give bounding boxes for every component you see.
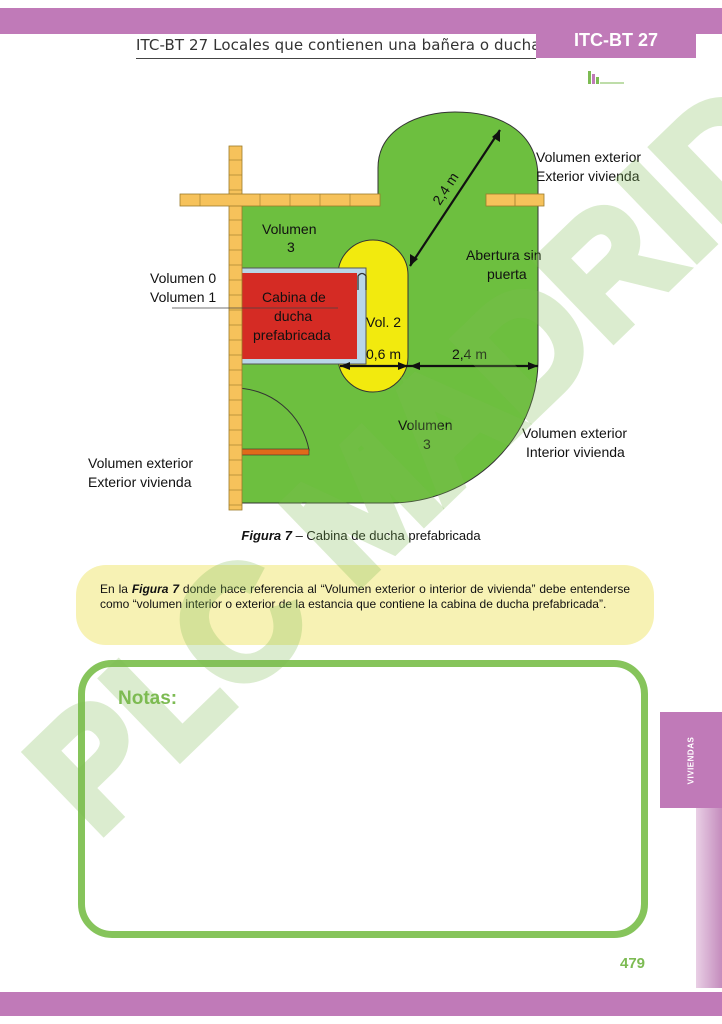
label-volumen3-top-2: 3 xyxy=(287,239,295,255)
label-dim-24: 2,4 m xyxy=(452,346,487,362)
label-dim-06: 0,6 m xyxy=(366,346,401,362)
shower-volumes-figure: Volumen exterior Exterior vivienda 2,4 m… xyxy=(88,111,641,511)
horizontal-wall-left xyxy=(179,193,381,207)
label-volumen3-bottom-1: Volumen xyxy=(398,417,452,433)
label-cabina-2: ducha xyxy=(274,308,312,324)
faucet-icon xyxy=(357,272,367,290)
label-volumen3-top-1: Volumen xyxy=(262,221,316,237)
dimension-diagonal xyxy=(409,129,501,267)
notes-box xyxy=(78,660,648,938)
header-rule xyxy=(136,58,536,59)
label-vol2: Vol. 2 xyxy=(366,314,401,330)
side-tab-label: VIVIENDAS xyxy=(686,736,696,784)
caption-text: – Cabina de ducha prefabricada xyxy=(291,528,481,543)
note-box xyxy=(76,565,654,645)
caption-figure-ref: Figura 7 xyxy=(241,528,292,543)
figure-caption: Figura 7 – Cabina de ducha prefabricada xyxy=(0,528,722,543)
label-volumen-interior-2: Interior vivienda xyxy=(526,444,625,460)
note-post: donde hace referencia al “Volumen exteri… xyxy=(100,582,630,611)
note-pre: En la xyxy=(100,582,132,596)
label-volumen0: Volumen 0 xyxy=(150,270,216,286)
note-figure-ref: Figura 7 xyxy=(131,582,180,596)
door-leaf xyxy=(234,448,310,456)
bottom-bar xyxy=(0,992,722,1016)
publisher-logo-icon xyxy=(588,71,624,84)
label-abertura-1: Abertura sin xyxy=(466,247,541,263)
side-strip xyxy=(696,808,722,988)
header-tab: ITC-BT 27 xyxy=(536,22,696,58)
label-volumen1: Volumen 1 xyxy=(150,289,216,305)
label-volumen3-bottom-2: 3 xyxy=(423,436,431,452)
note-text: En la Figura 7 donde hace referencia al … xyxy=(100,582,630,611)
label-cabina-3: prefabricada xyxy=(253,327,331,343)
cabin-red xyxy=(241,273,357,359)
side-tab: VIVIENDAS xyxy=(660,712,722,808)
label-volumen-exterior-top-2: Exterior vivienda xyxy=(536,168,640,184)
page-header-title: ITC-BT 27 Locales que contienen una bañe… xyxy=(136,36,541,54)
label-volumen-interior-1: Volumen exterior xyxy=(522,425,627,441)
label-cabina-1: Cabina de xyxy=(262,289,326,305)
notes-title: Notas: xyxy=(118,688,178,709)
label-volumen-exterior-top-1: Volumen exterior xyxy=(536,149,641,165)
label-abertura-2: puerta xyxy=(487,266,527,282)
vertical-wall xyxy=(228,145,243,511)
label-volumen-exterior-left-2: Exterior vivienda xyxy=(88,474,192,490)
label-volumen-exterior-left-1: Volumen exterior xyxy=(88,455,193,471)
page-number: 479 xyxy=(620,955,646,972)
